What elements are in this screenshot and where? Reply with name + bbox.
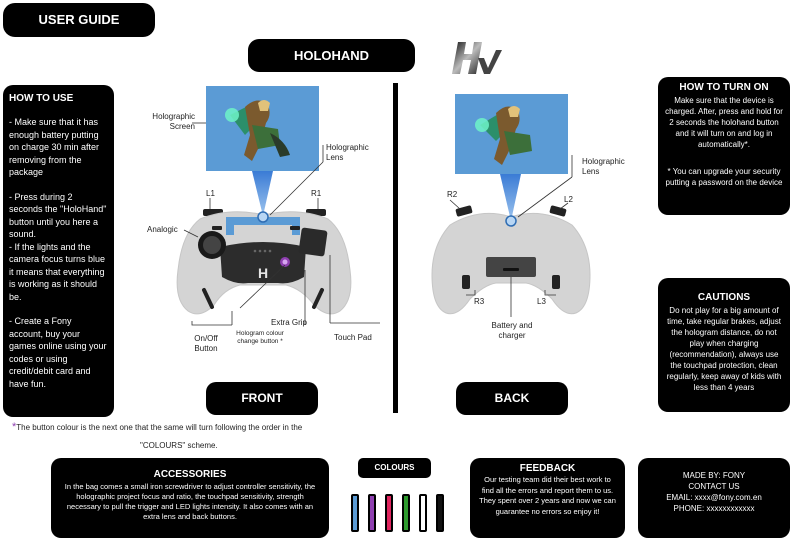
contact-phone[interactable]: PHONE: xxxxxxxxxxxx xyxy=(673,504,755,513)
hologram-character-image xyxy=(225,100,290,161)
how-to-use-title: HOW TO USE xyxy=(9,93,74,104)
colour-swatch-blue xyxy=(351,494,359,532)
charger-port xyxy=(503,268,519,271)
label-analogic: Analogic xyxy=(147,225,178,234)
label-r2: R2 xyxy=(447,190,458,199)
colour-swatch-black xyxy=(436,494,444,532)
accessories-text: In the bag comes a small iron screwdrive… xyxy=(64,482,316,521)
how-to-use-step-4: - Create a Fony account, buy your games … xyxy=(9,316,107,389)
label-r3: R3 xyxy=(474,297,485,306)
touch-pad xyxy=(298,227,328,257)
label-on-off-button: On/Off Button xyxy=(194,334,218,353)
how-to-use-step-2: - Press during 2 seconds the "HoloHand" … xyxy=(9,191,107,240)
brand-logo xyxy=(452,38,502,78)
made-by-text: MADE BY: FONY xyxy=(682,471,746,480)
accessories-title: ACCESSORIES xyxy=(153,469,227,480)
accessories-panel: ACCESSORIES In the bag comes a small iro… xyxy=(51,458,329,538)
colour-swatches xyxy=(348,494,448,534)
lens-frame xyxy=(226,217,300,235)
colour-swatch-purple xyxy=(368,494,376,532)
label-l2: L2 xyxy=(564,195,573,204)
label-holographic-screen: Holographic Screen xyxy=(152,112,195,131)
l3-back-button xyxy=(552,275,560,289)
label-battery-charger: Battery and charger xyxy=(491,321,533,340)
front-view-button[interactable]: FRONT xyxy=(206,382,318,415)
front-back-divider xyxy=(393,83,398,413)
footnote-line-2: "COLOURS" scheme. xyxy=(140,441,218,450)
cautions-text: Do not play for a big amount of time, ta… xyxy=(666,306,782,392)
controller-logo: H xyxy=(258,265,268,281)
contact-email[interactable]: EMAIL: xxxx@fony.com.en xyxy=(666,493,762,502)
colour-swatch-green xyxy=(402,494,410,532)
l2-trigger xyxy=(549,205,567,217)
r2-trigger xyxy=(455,205,473,217)
how-to-turn-on-text: Make sure that the device is charged. Af… xyxy=(665,96,783,149)
how-to-turn-on-panel: HOW TO TURN ON Make sure that the device… xyxy=(658,77,790,215)
label-r1: R1 xyxy=(311,189,322,198)
label-back-holographic-lens: Holographic Lens xyxy=(582,157,625,176)
label-l1: L1 xyxy=(206,189,215,198)
colour-swatch-white xyxy=(419,494,427,532)
label-extra-grip: Extra Grip xyxy=(271,318,308,327)
product-name: HOLOHAND xyxy=(248,39,415,72)
footnote-line-1: The button colour is the next one that t… xyxy=(16,423,303,432)
cautions-panel: CAUTIONS Do not play for a big amount of… xyxy=(658,278,790,412)
how-to-use-panel: HOW TO USE - Make sure that it has enoug… xyxy=(3,85,114,417)
label-front-holographic-lens: Holographic Lens xyxy=(326,143,369,162)
feedback-panel: FEEDBACK Our testing team did their best… xyxy=(470,458,625,538)
user-guide-title: USER GUIDE xyxy=(3,3,155,37)
colours-title: COLOURS xyxy=(358,458,431,478)
contact-us-text: CONTACT US xyxy=(688,482,740,491)
front-controller-diagram: H xyxy=(140,85,390,380)
r3-back-button xyxy=(462,275,470,289)
label-touch-pad: Touch Pad xyxy=(334,333,372,342)
battery-compartment xyxy=(486,257,536,277)
how-to-turn-on-note: * You can upgrade your security putting … xyxy=(665,167,783,187)
cautions-title: CAUTIONS xyxy=(697,292,751,303)
back-holographic-lens xyxy=(505,215,517,227)
label-l3: L3 xyxy=(537,297,546,306)
holographic-lens xyxy=(257,211,269,223)
feedback-title: FEEDBACK xyxy=(519,463,576,474)
footnote-asterisk: * xyxy=(12,421,17,433)
how-to-use-step-3: - If the lights and the camera focus tur… xyxy=(9,241,106,302)
colour-footnote: *The button colour is the next one that … xyxy=(12,422,392,433)
how-to-turn-on-title: HOW TO TURN ON xyxy=(679,82,769,93)
contact-panel: MADE BY: FONY CONTACT US EMAIL: xxxx@fon… xyxy=(638,458,790,538)
colour-swatch-pink xyxy=(385,494,393,532)
extra-grip xyxy=(220,242,306,284)
back-controller-diagram xyxy=(400,85,650,345)
how-to-use-step-1: - Make sure that it has enough battery p… xyxy=(9,117,100,177)
label-hologram-colour-button: Hologram colour change button * xyxy=(236,330,284,345)
feedback-text: Our testing team did their best work to … xyxy=(479,475,616,516)
back-view-button[interactable]: BACK xyxy=(456,382,568,415)
hologram-beam xyxy=(252,171,273,216)
